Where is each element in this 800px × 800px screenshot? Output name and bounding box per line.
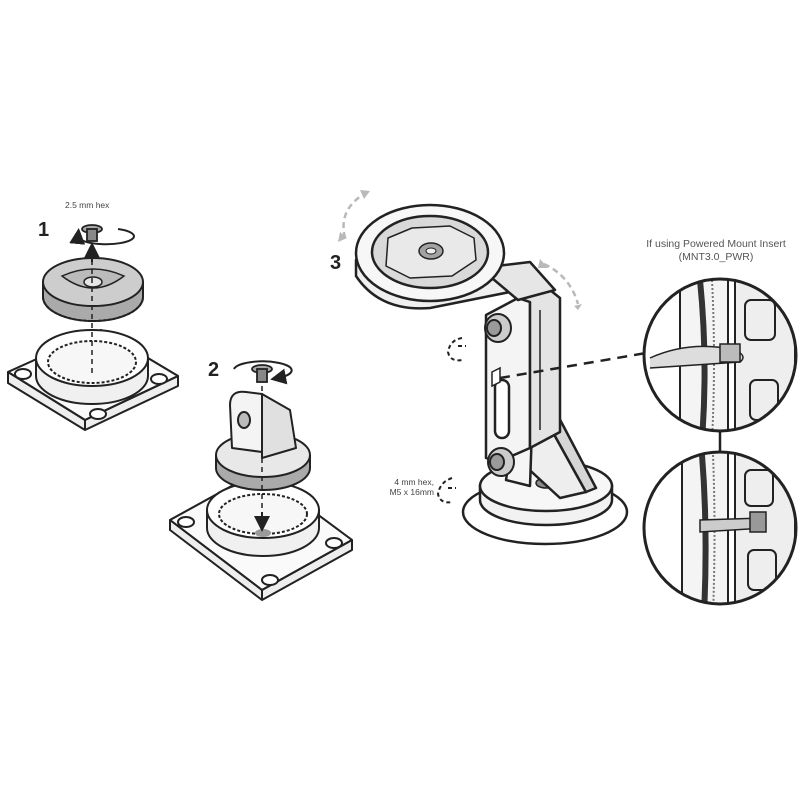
step-2-assembly [169, 360, 353, 601]
step-number-1: 1 [38, 219, 50, 241]
label-hex-small: 2.5 mm hex [65, 200, 110, 210]
label-hex-large-line2: M5 x 16mm [389, 487, 434, 497]
screw-2 [251, 364, 273, 383]
label-hex-large: 4 mm hex, M5 x 16mm [372, 477, 434, 497]
label-powered-mount: If using Powered Mount Insert (MNT3.0_PW… [636, 238, 796, 264]
label-powered-mount-line2: (MNT3.0_PWR) [678, 251, 754, 263]
cable-tie-slot [491, 366, 501, 388]
detail-view-cable-tie-fastened [642, 450, 798, 606]
step-1-assembly [7, 224, 179, 431]
computer-mount-head [354, 203, 557, 310]
gear-insert-1 [42, 257, 144, 322]
label-hex-large-line1: 4 mm hex, [394, 477, 434, 487]
bolt-upper [484, 313, 512, 343]
hex-key-hint-lower [436, 477, 456, 504]
bolt-lower [487, 447, 515, 477]
rotation-arrow-1 [69, 228, 135, 246]
base-plate-1 [7, 329, 179, 431]
gopro-mount-insert [215, 390, 311, 491]
screw-1 [81, 224, 103, 242]
rotation-hint-side [543, 262, 580, 305]
step-number-3: 3 [330, 252, 342, 274]
hex-key-hint-upper [446, 337, 466, 362]
rotation-arrow-2 [233, 360, 293, 385]
step-3-assembly [338, 190, 653, 546]
label-powered-mount-line1: If using Powered Mount Insert [646, 238, 786, 250]
rotation-hint-top [342, 192, 365, 239]
detail-leader-line [499, 350, 653, 380]
detail-view-cable-tie-loose [642, 277, 798, 433]
step-number-2: 2 [208, 359, 220, 381]
